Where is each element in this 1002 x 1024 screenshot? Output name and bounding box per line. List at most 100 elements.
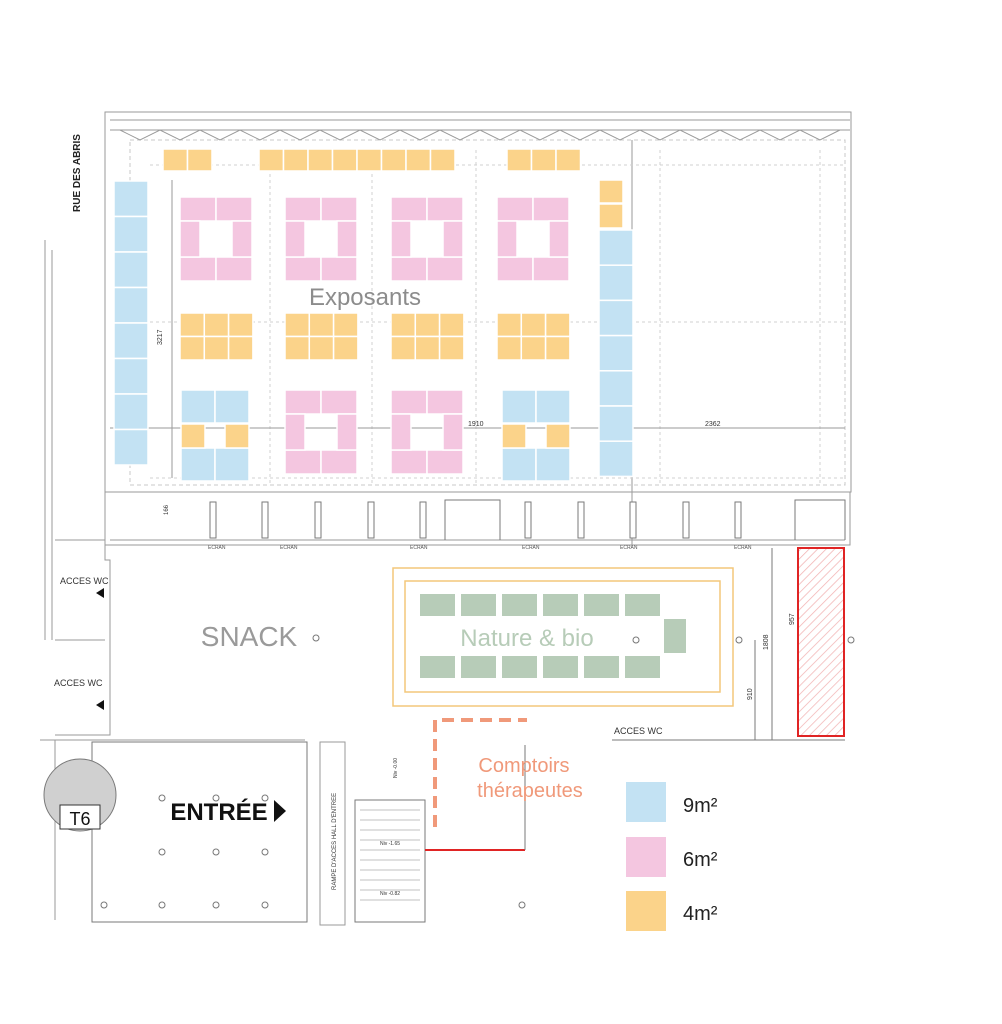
stand-6m2 xyxy=(496,196,534,222)
pillars xyxy=(209,499,846,540)
stand-nature-bio xyxy=(502,656,537,678)
column-marker xyxy=(212,794,220,802)
stand-4m2 xyxy=(438,335,465,361)
stand-4m2 xyxy=(390,335,417,361)
level-label: Niv -0.00 xyxy=(393,758,399,778)
stand-9m2 xyxy=(598,264,634,302)
stand-9m2 xyxy=(180,447,216,482)
column-marker xyxy=(632,636,640,644)
stand-6m2 xyxy=(320,449,358,475)
stand-9m2 xyxy=(598,229,634,266)
stand-9m2 xyxy=(598,334,634,372)
stand-6m2 xyxy=(215,256,253,282)
stand-6m2 xyxy=(390,413,412,451)
stand-nature-bio xyxy=(420,656,455,678)
dim-910: 910 xyxy=(747,688,754,700)
stand-4m2 xyxy=(180,423,206,449)
nature-bio-area xyxy=(392,567,734,707)
stand-4m2 xyxy=(203,312,230,338)
stand-6m2 xyxy=(390,220,412,258)
stand-nature-bio xyxy=(502,594,537,616)
stand-4m2 xyxy=(429,148,456,172)
stand-nature-bio xyxy=(461,594,496,616)
arrow-left-icon xyxy=(96,588,104,598)
stand-4m2 xyxy=(438,312,465,338)
column-marker xyxy=(261,901,269,909)
legend-swatch-4m2 xyxy=(626,891,666,931)
legend-swatch-9m2 xyxy=(626,782,666,822)
ecran-label: ECRAN xyxy=(280,545,298,551)
column-marker xyxy=(212,901,220,909)
stand-6m2 xyxy=(496,256,534,282)
stand-4m2 xyxy=(227,335,254,361)
stand-4m2 xyxy=(332,312,359,338)
t6-tower: T6 xyxy=(43,758,117,832)
stand-nature-bio xyxy=(461,656,496,678)
column-marker xyxy=(158,848,166,856)
stand-4m2 xyxy=(598,203,624,229)
stand-9m2 xyxy=(113,286,149,324)
stand-6m2 xyxy=(231,220,253,258)
ecran-label: ECRAN xyxy=(208,545,226,551)
comptoirs-zone xyxy=(433,718,527,827)
stand-4m2 xyxy=(496,312,523,338)
stand-nature-bio xyxy=(584,656,619,678)
stand-4m2 xyxy=(544,312,571,338)
stand-4m2 xyxy=(496,335,523,361)
stand-9m2 xyxy=(214,447,250,482)
legend-label-6m2: 6m² xyxy=(683,849,718,871)
stand-6m2 xyxy=(320,389,358,415)
stand-6m2 xyxy=(390,256,428,282)
column-marker xyxy=(847,636,855,644)
stand-4m2 xyxy=(544,335,571,361)
stand-4m2 xyxy=(520,312,547,338)
legend-label-4m2: 4m² xyxy=(683,903,718,925)
stand-6m2 xyxy=(442,220,464,258)
ecran-label: ECRAN xyxy=(734,545,752,551)
stand-9m2 xyxy=(113,180,149,218)
stand-6m2 xyxy=(532,196,570,222)
stand-6m2 xyxy=(284,256,322,282)
ecran-label: ECRAN xyxy=(620,545,638,551)
storage-zone xyxy=(797,547,845,737)
stand-4m2 xyxy=(186,148,213,172)
stand-6m2 xyxy=(426,389,464,415)
stand-4m2 xyxy=(203,335,230,361)
stands-layer xyxy=(100,148,855,909)
stand-4m2 xyxy=(227,312,254,338)
stand-9m2 xyxy=(113,251,149,289)
legend: 9m² 6m² 4m² xyxy=(626,782,718,931)
level-label: Niv -0.82 xyxy=(380,891,400,897)
stand-4m2 xyxy=(501,423,527,449)
stand-9m2 xyxy=(113,357,149,395)
stand-nature-bio xyxy=(543,656,578,678)
snack-label: SNACK xyxy=(201,621,298,652)
stand-9m2 xyxy=(501,389,537,424)
stand-4m2 xyxy=(380,148,407,172)
column-marker xyxy=(518,901,526,909)
stand-4m2 xyxy=(331,148,358,172)
entry-hall xyxy=(91,741,526,926)
stand-6m2 xyxy=(496,220,518,258)
stand-6m2 xyxy=(284,196,322,222)
hall-structure xyxy=(104,111,852,546)
entree-label: ENTRÉE xyxy=(170,798,267,826)
stand-4m2 xyxy=(530,148,557,172)
stand-9m2 xyxy=(214,389,250,424)
stand-4m2 xyxy=(506,148,533,172)
stand-4m2 xyxy=(405,148,432,172)
level-label: Niv -1.65 xyxy=(380,841,400,847)
dim-166: 166 xyxy=(164,504,170,515)
t6-label: T6 xyxy=(69,809,90,829)
stand-4m2 xyxy=(258,148,285,172)
stand-6m2 xyxy=(390,196,428,222)
stand-9m2 xyxy=(598,405,634,442)
stand-4m2 xyxy=(307,148,334,172)
ecran-label: ECRAN xyxy=(522,545,540,551)
stand-6m2 xyxy=(284,389,322,415)
stand-6m2 xyxy=(179,196,217,222)
stand-4m2 xyxy=(545,423,571,449)
stand-6m2 xyxy=(215,196,253,222)
ramp-label: RAMPE D'ACCES HALL D'ENTREE xyxy=(332,793,338,890)
column-marker xyxy=(261,794,269,802)
